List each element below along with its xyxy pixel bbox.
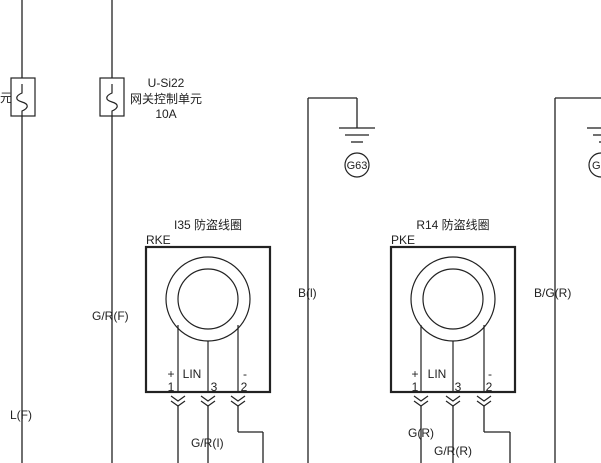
coil-i35-pin1: 1: [168, 380, 175, 394]
coil-i35: I35 防盗线圈 RKE + LIN - 1 3 2 G/R(I): [144, 217, 272, 463]
ground-g63-icon: [344, 152, 370, 178]
ground-g63-circuit: G63 B(l): [298, 97, 375, 463]
connector-chevron-icon: [413, 395, 429, 407]
coil-r14-inner-ring-icon: [422, 268, 484, 330]
coil-r14-lin: LIN: [428, 367, 447, 381]
connector-chevron-icon: [170, 395, 186, 407]
left-fuse-icon: [10, 77, 36, 117]
wire-label-bl: B(l): [298, 286, 317, 300]
connector-chevron-icon: [200, 395, 216, 407]
coil-i35-title: I35 防盗线圈: [174, 217, 242, 232]
coil-i35-tag: RKE: [146, 233, 171, 247]
ground-right-label: G: [592, 160, 601, 172]
ground-right-circuit: G B/G(R): [534, 97, 601, 463]
main-fuse-id: U-Si22: [148, 76, 185, 90]
connector-chevron-icon: [445, 395, 461, 407]
coil-r14-title: R14 防盗线圈: [416, 217, 489, 232]
coil-r14-pin1: 1: [412, 380, 419, 394]
coil-r14: R14 防盗线圈 PKE + LIN - 1 3 2 G(R) G/R(R): [389, 217, 517, 463]
main-fuse-rating: 10A: [155, 107, 176, 121]
wire-label-gr: G(R): [408, 426, 434, 440]
wire-label-gri: G/R(I): [191, 436, 224, 450]
coil-i35-pin3: 3: [211, 380, 218, 394]
main-fuse-circuit: U-Si22 网关控制单元 10A G/R(F): [92, 0, 202, 463]
wire-label-bgr: B/G(R): [534, 286, 571, 300]
coil-i35-inner-ring-icon: [177, 268, 239, 330]
coil-r14-outer-ring-icon: [410, 256, 496, 342]
main-fuse-element: [106, 84, 118, 116]
main-fuse-name: 网关控制单元: [130, 92, 202, 106]
coil-r14-minus: -: [488, 367, 492, 381]
wire-label-grr: G/R(R): [434, 444, 472, 458]
ground-g63-label: G63: [347, 160, 368, 172]
left-fuse-circuit: 元 L(F): [0, 0, 36, 463]
coil-i35-minus: -: [243, 367, 247, 381]
connector-chevron-icon: [476, 395, 492, 407]
wire-label-lf: L(F): [10, 408, 32, 422]
main-fuse-icon: [99, 77, 125, 117]
coil-i35-pin2: 2: [241, 380, 248, 394]
left-fuse-label: 元: [0, 91, 12, 105]
coil-i35-lin: LIN: [183, 367, 202, 381]
wire-label-grf: G/R(F): [92, 309, 129, 323]
coil-r14-tag: PKE: [391, 233, 415, 247]
coil-i35-plus: +: [167, 367, 174, 381]
coil-r14-plus: +: [411, 367, 418, 381]
coil-r14-pin2: 2: [486, 380, 493, 394]
ground-right-icon: [588, 152, 601, 178]
coil-r14-pin3: 3: [455, 380, 462, 394]
connector-chevron-icon: [230, 395, 246, 407]
left-fuse-element: [16, 84, 28, 116]
